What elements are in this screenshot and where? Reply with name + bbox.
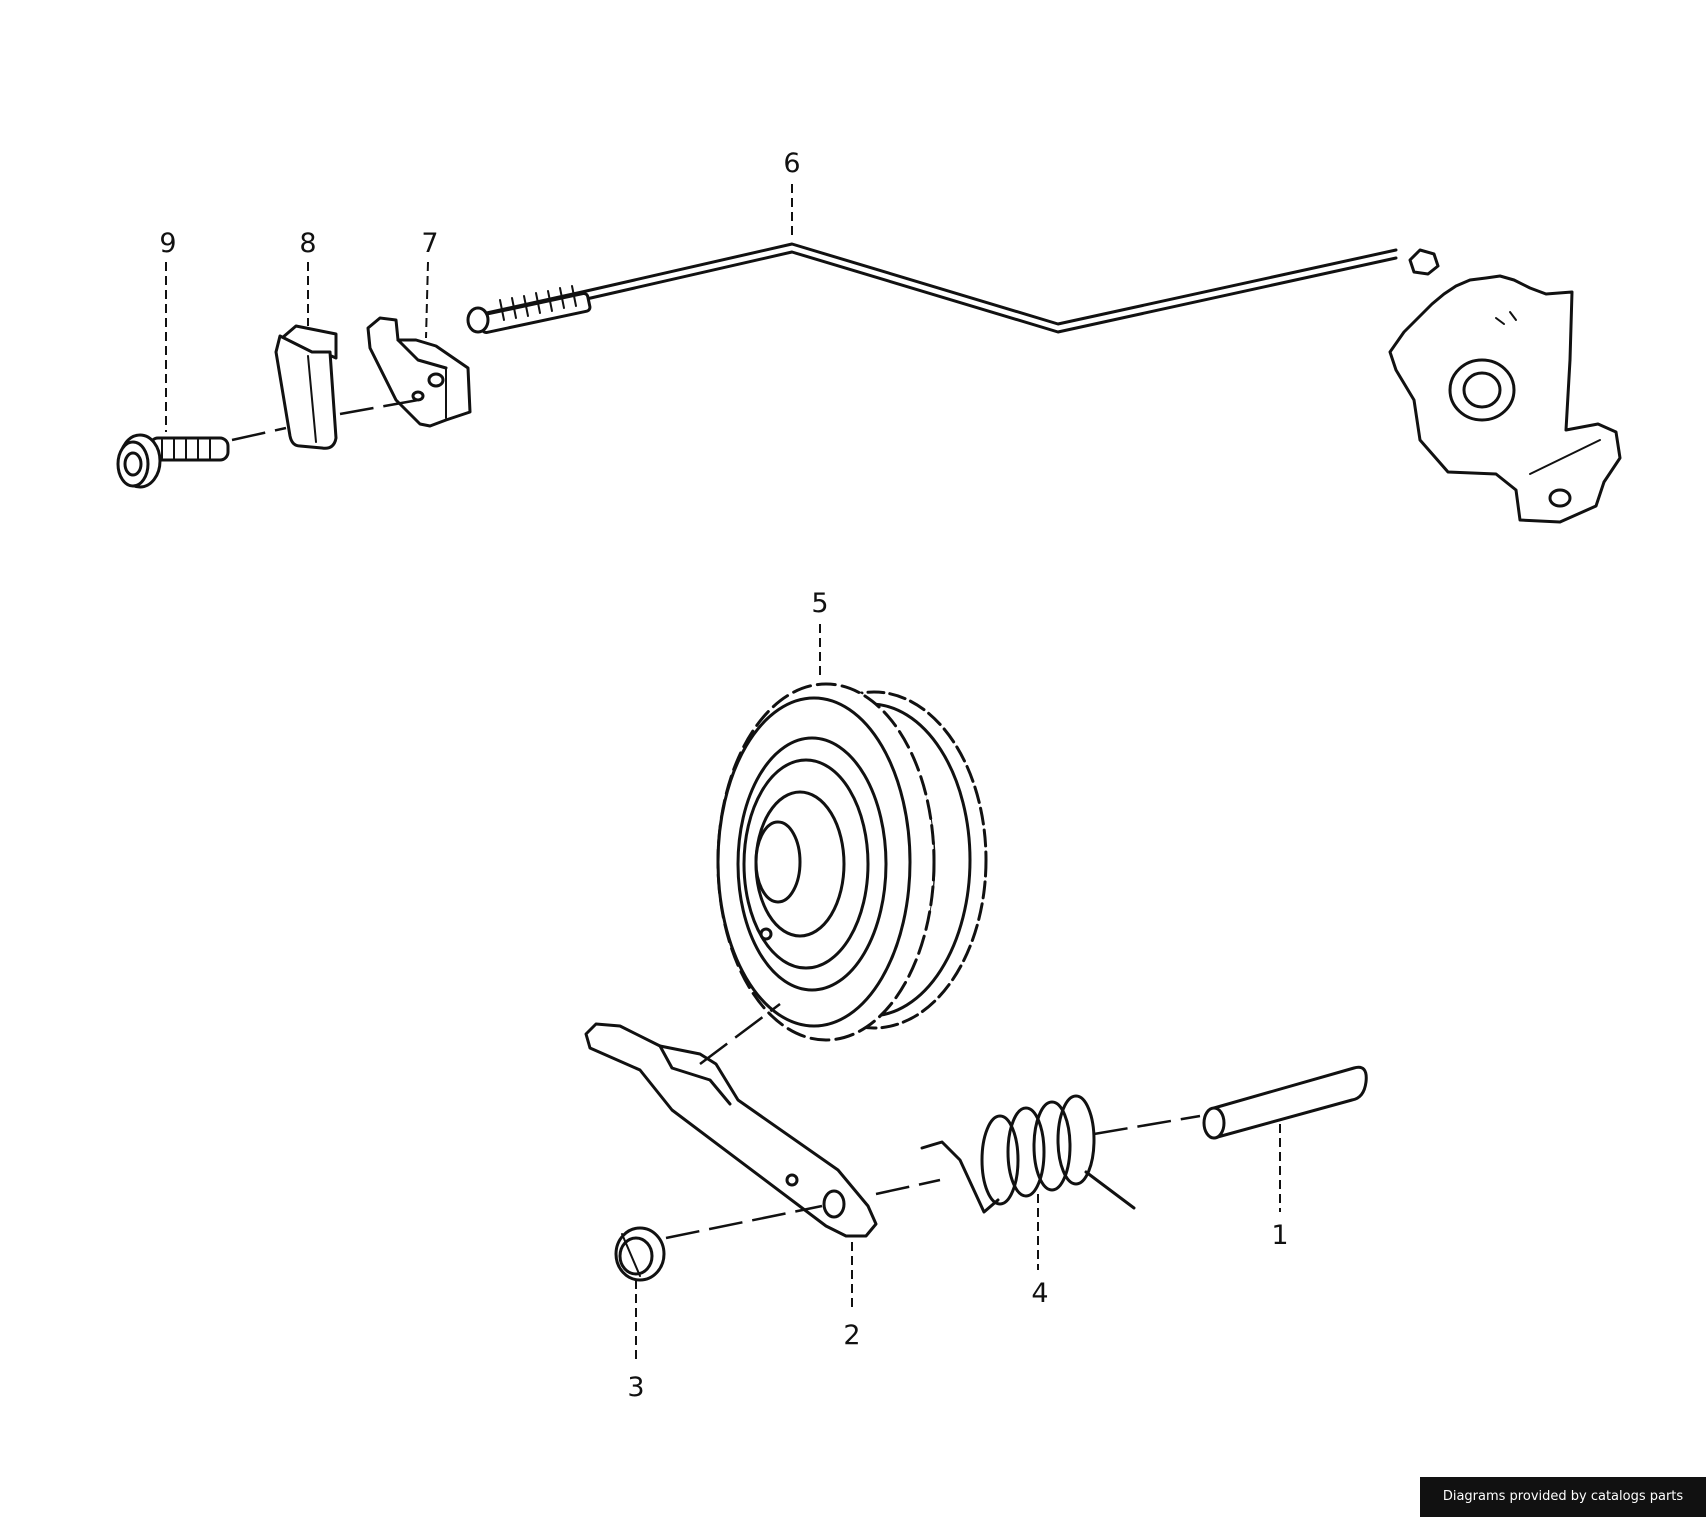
callout-7: 7 — [421, 228, 438, 259]
callout-2: 2 — [843, 1320, 860, 1351]
credit-badge[interactable]: Diagrams provided by catalogs parts — [1420, 1477, 1706, 1517]
callout-8: 8 — [299, 228, 316, 259]
part-1-pin[interactable] — [1202, 1065, 1368, 1140]
part-2-lever[interactable] — [584, 1022, 878, 1238]
part-9-bolt[interactable] — [116, 433, 230, 489]
part-3-nut[interactable] — [614, 1226, 666, 1282]
part-7-block[interactable] — [366, 316, 472, 428]
part-8-clip[interactable] — [274, 324, 338, 450]
callout-labels: 1 2 3 4 5 6 7 8 9 — [159, 148, 1288, 1403]
callout-1: 1 — [1271, 1220, 1288, 1251]
part-5-sprocket[interactable] — [716, 682, 988, 1042]
callout-6: 6 — [783, 148, 800, 179]
callout-5: 5 — [811, 588, 828, 619]
callout-4: 4 — [1031, 1278, 1048, 1309]
explode-axes — [231, 398, 1201, 1240]
part-6-rod[interactable] — [466, 242, 1440, 334]
leader-lines — [165, 184, 1281, 1364]
part-4-spring[interactable] — [920, 1094, 1136, 1214]
callout-9: 9 — [159, 228, 176, 259]
callout-3: 3 — [627, 1372, 644, 1403]
housing-plate — [1388, 274, 1622, 524]
